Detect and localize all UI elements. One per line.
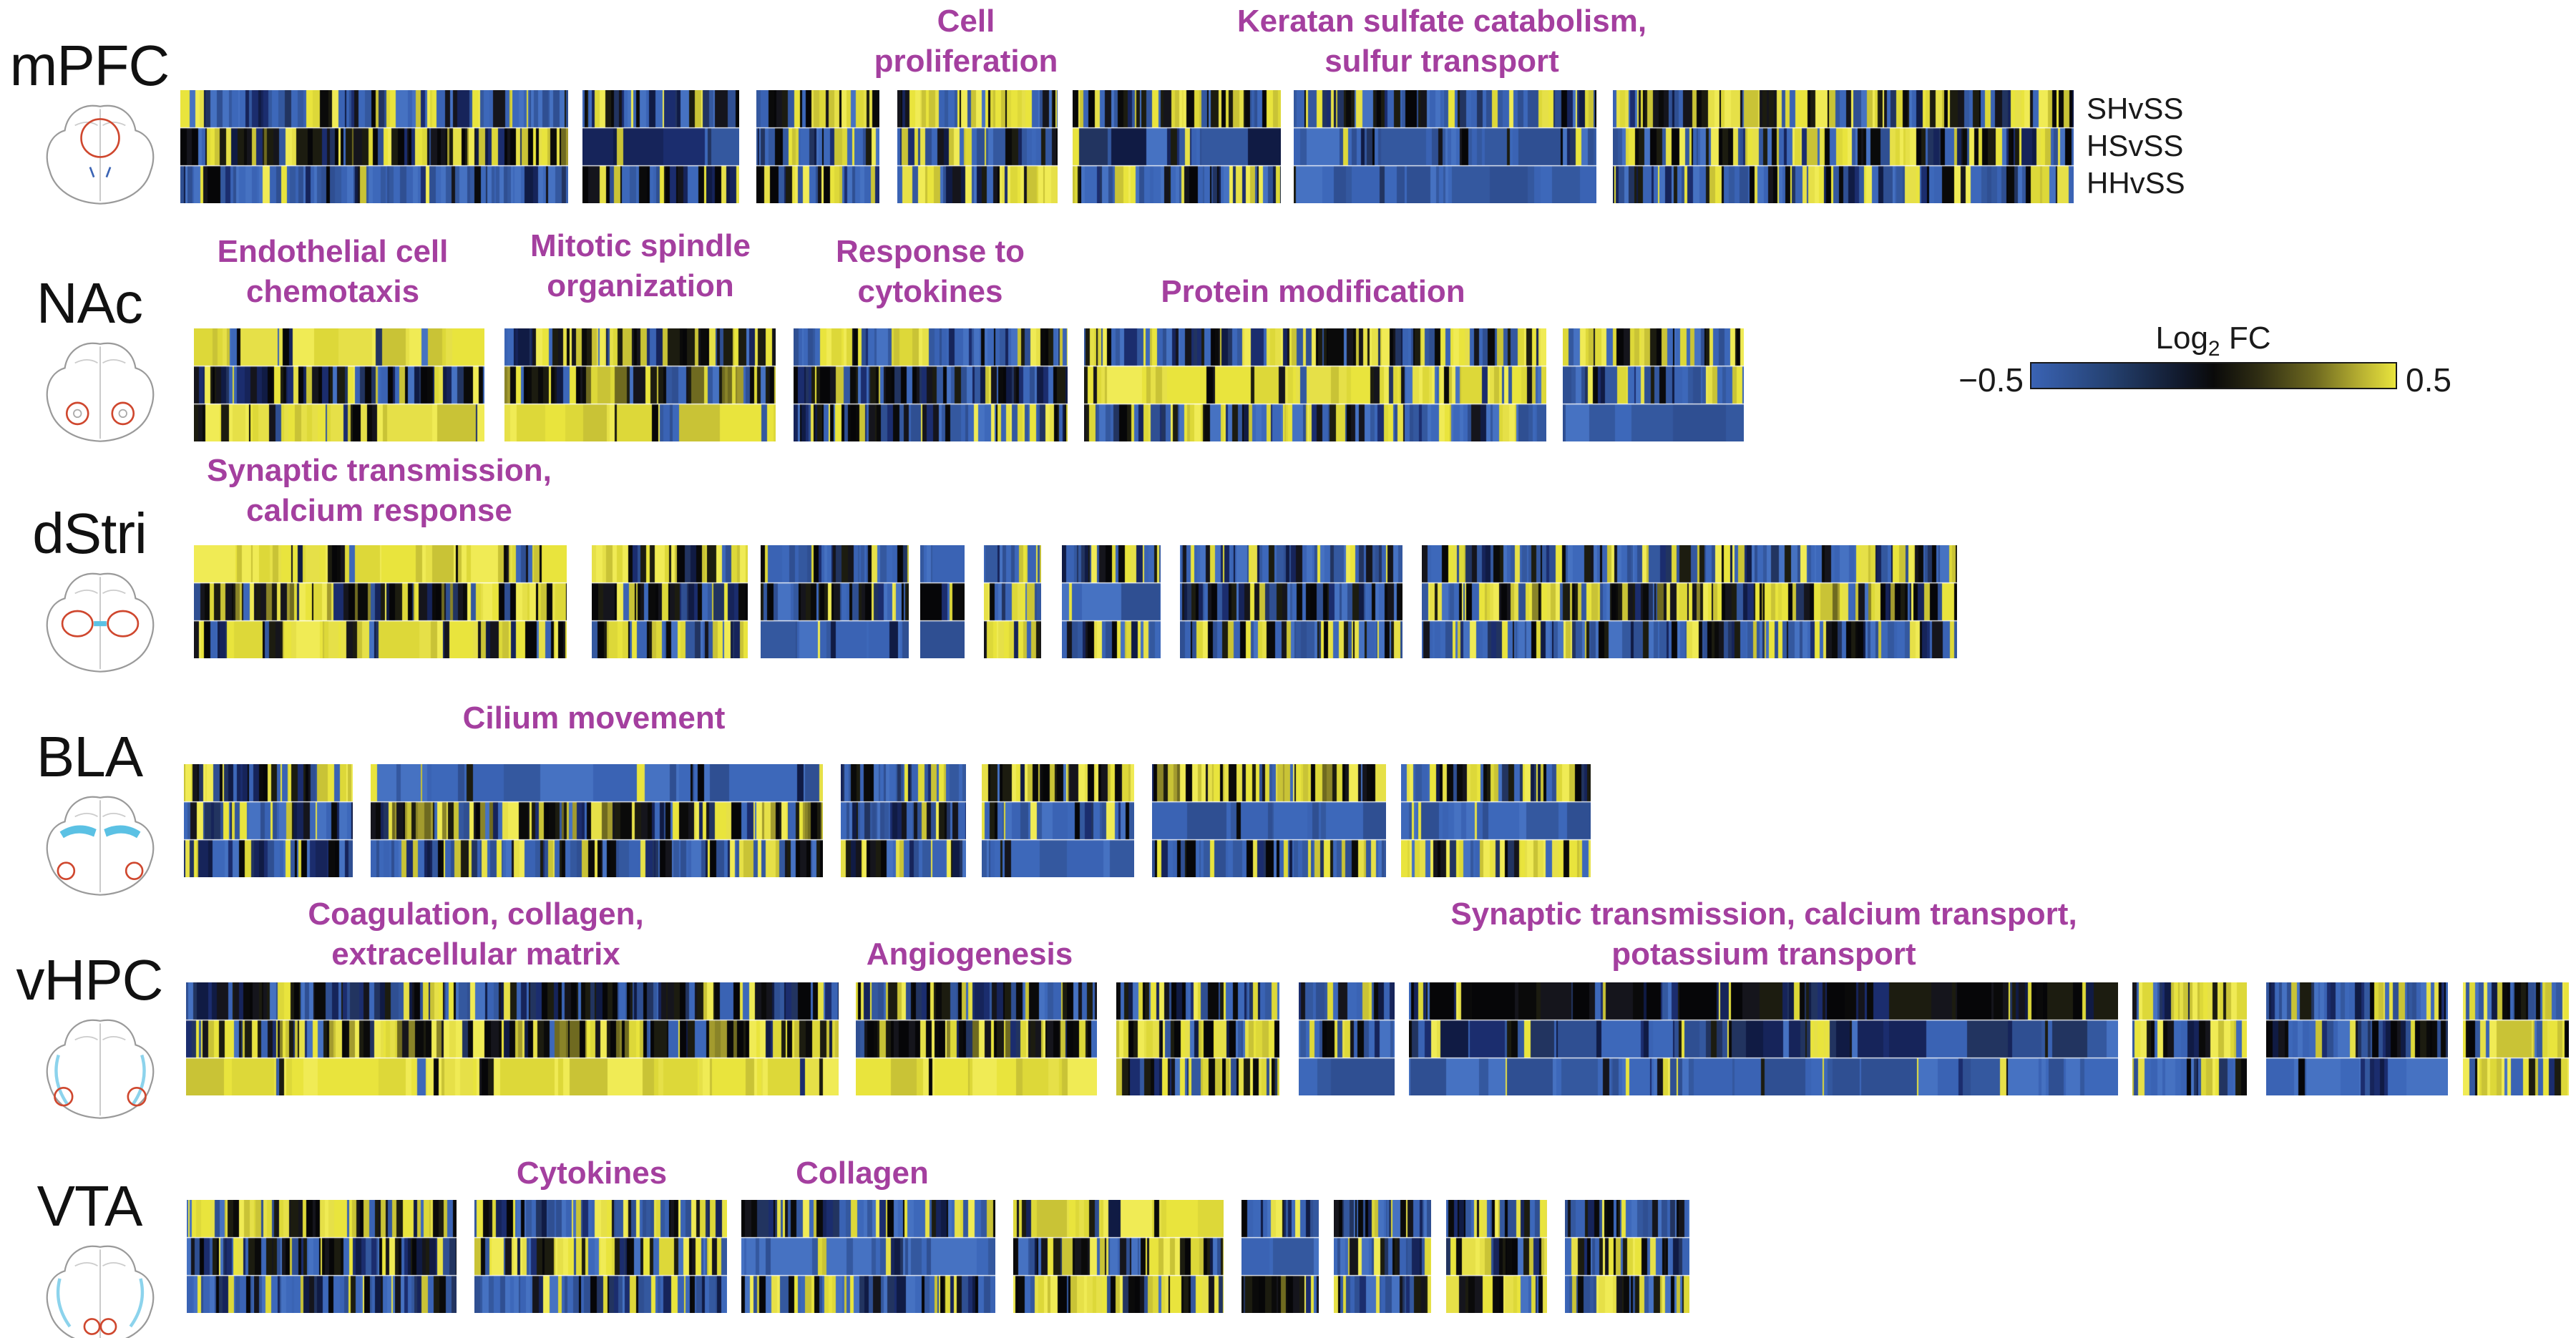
- comparison-label-hsvss: HSvSS: [2087, 129, 2184, 162]
- nac-brain-section-icon: [32, 338, 168, 449]
- heatmap-block-dstri-8: [1422, 545, 1957, 658]
- heatmap-block-nac-3: [794, 328, 1068, 441]
- annotation-vhpc-1-line-0: Angiogenesis: [866, 937, 1073, 972]
- annotation-nac-0-line-1: chemotaxis: [245, 274, 420, 309]
- heatmap-block-mpfc-5: [1073, 90, 1281, 203]
- heatmap-block-vta-2: [474, 1200, 727, 1313]
- heatmap-block-bla-5: [1152, 764, 1386, 877]
- region-label-vta: VTA: [36, 1174, 143, 1238]
- annotation-dstri-0-line-1: calcium response: [246, 493, 512, 528]
- heatmap-block-mpfc-4: [897, 90, 1058, 203]
- heatmap-block-dstri-6: [1062, 545, 1161, 658]
- heatmap-block-vhpc-7: [2266, 982, 2448, 1095]
- vhpc-brain-section-icon: [32, 1015, 168, 1125]
- heatmap-block-nac-2: [504, 328, 776, 441]
- colorbar-legend: Log2 FC −0.5 0.5: [1946, 321, 2504, 406]
- heatmap-block-vhpc-3: [1116, 982, 1279, 1095]
- comparison-label-shvss: SHvSS: [2087, 92, 2184, 125]
- annotation-nac-2-line-0: Response to: [835, 234, 1025, 269]
- heatmap-block-nac-4: [1084, 328, 1546, 441]
- annotation-bla-0-line-0: Cilium movement: [462, 700, 726, 736]
- heatmap-block-bla-3: [841, 764, 966, 877]
- region-label-mpfc: mPFC: [9, 34, 170, 97]
- annotation-vhpc-0-line-1: extracellular matrix: [331, 937, 620, 972]
- annotation-vta-0-line-0: Cytokines: [516, 1156, 668, 1191]
- heatmap-block-dstri-1: [194, 545, 567, 658]
- annotation-vhpc-2-line-0: Synaptic transmission, calcium transport…: [1450, 897, 2077, 932]
- annotation-nac-1-line-1: organization: [547, 268, 734, 303]
- colorbar-max-label: 0.5: [2406, 361, 2451, 399]
- heatmap-block-mpfc-6: [1294, 90, 1596, 203]
- annotation-nac-1-line-0: Mitotic spindle: [530, 228, 751, 263]
- mpfc-brain-section-icon: [32, 100, 168, 211]
- dstri-brain-section-icon: [32, 568, 168, 679]
- annotation-vhpc-0-line-0: Coagulation, collagen,: [308, 897, 644, 932]
- region-label-bla: BLA: [36, 725, 143, 788]
- heatmap-block-bla-4: [982, 764, 1134, 877]
- heatmap-block-dstri-7: [1180, 545, 1402, 658]
- region-label-vhpc: vHPC: [16, 948, 164, 1012]
- heatmap-block-bla-1: [184, 764, 353, 877]
- colorbar-title: Log2 FC: [2155, 321, 2271, 361]
- annotation-nac-0-line-0: Endothelial cell: [217, 234, 449, 269]
- heatmap-block-nac-5: [1563, 328, 1744, 441]
- heatmap-block-dstri-4: [920, 545, 965, 658]
- heatmap-block-vhpc-1: [186, 982, 839, 1095]
- heatmap-block-vta-8: [1565, 1200, 1689, 1313]
- comparison-label-hhvss: HHvSS: [2087, 166, 2185, 200]
- heatmap-block-vta-4: [1013, 1200, 1224, 1313]
- region-label-dstri: dStri: [32, 502, 147, 565]
- annotation-vta-1-line-0: Collagen: [796, 1156, 929, 1191]
- heatmap-block-vta-6: [1334, 1200, 1431, 1313]
- heatmap-block-vhpc-2: [856, 982, 1097, 1095]
- colorbar-gradient: [2030, 362, 2397, 389]
- colorbar-min-label: −0.5: [1958, 361, 2024, 399]
- heatmap-block-vhpc-8: [2463, 982, 2569, 1095]
- annotation-dstri-0-line-0: Synaptic transmission,: [207, 453, 552, 488]
- heatmap-block-bla-6: [1401, 764, 1591, 877]
- heatmap-block-vhpc-4: [1299, 982, 1395, 1095]
- heatmap-block-vta-5: [1241, 1200, 1319, 1313]
- heatmap-block-vhpc-6: [2132, 982, 2247, 1095]
- annotation-nac-3-line-0: Protein modification: [1161, 274, 1465, 309]
- annotation-mpfc-1-line-0: Keratan sulfate catabolism,: [1236, 4, 1647, 39]
- heatmap-block-mpfc-1: [180, 90, 568, 203]
- vta-brain-section-icon: [32, 1241, 168, 1338]
- heatmap-block-mpfc-7: [1613, 90, 2074, 203]
- heatmap-block-mpfc-2: [582, 90, 739, 203]
- annotation-nac-2-line-1: cytokines: [857, 274, 1003, 309]
- annotation-mpfc-1-line-1: sulfur transport: [1324, 44, 1559, 79]
- bla-brain-section-icon: [32, 791, 168, 902]
- heatmap-block-dstri-2: [592, 545, 748, 658]
- heatmap-block-vhpc-5: [1409, 982, 2118, 1095]
- heatmap-block-vta-7: [1446, 1200, 1547, 1313]
- region-label-nac: NAc: [36, 271, 143, 335]
- heatmap-block-mpfc-3: [756, 90, 879, 203]
- heatmap-block-bla-2: [371, 764, 823, 877]
- heatmap-block-dstri-3: [761, 545, 909, 658]
- heatmap-block-dstri-5: [984, 545, 1041, 658]
- heatmap-block-nac-1: [194, 328, 484, 441]
- annotation-mpfc-0-line-1: proliferation: [874, 44, 1058, 79]
- heatmap-block-vta-3: [741, 1200, 995, 1313]
- heatmap-block-vta-1: [187, 1200, 457, 1313]
- annotation-mpfc-0-line-0: Cell: [937, 4, 995, 39]
- annotation-vhpc-2-line-1: potassium transport: [1611, 937, 1916, 972]
